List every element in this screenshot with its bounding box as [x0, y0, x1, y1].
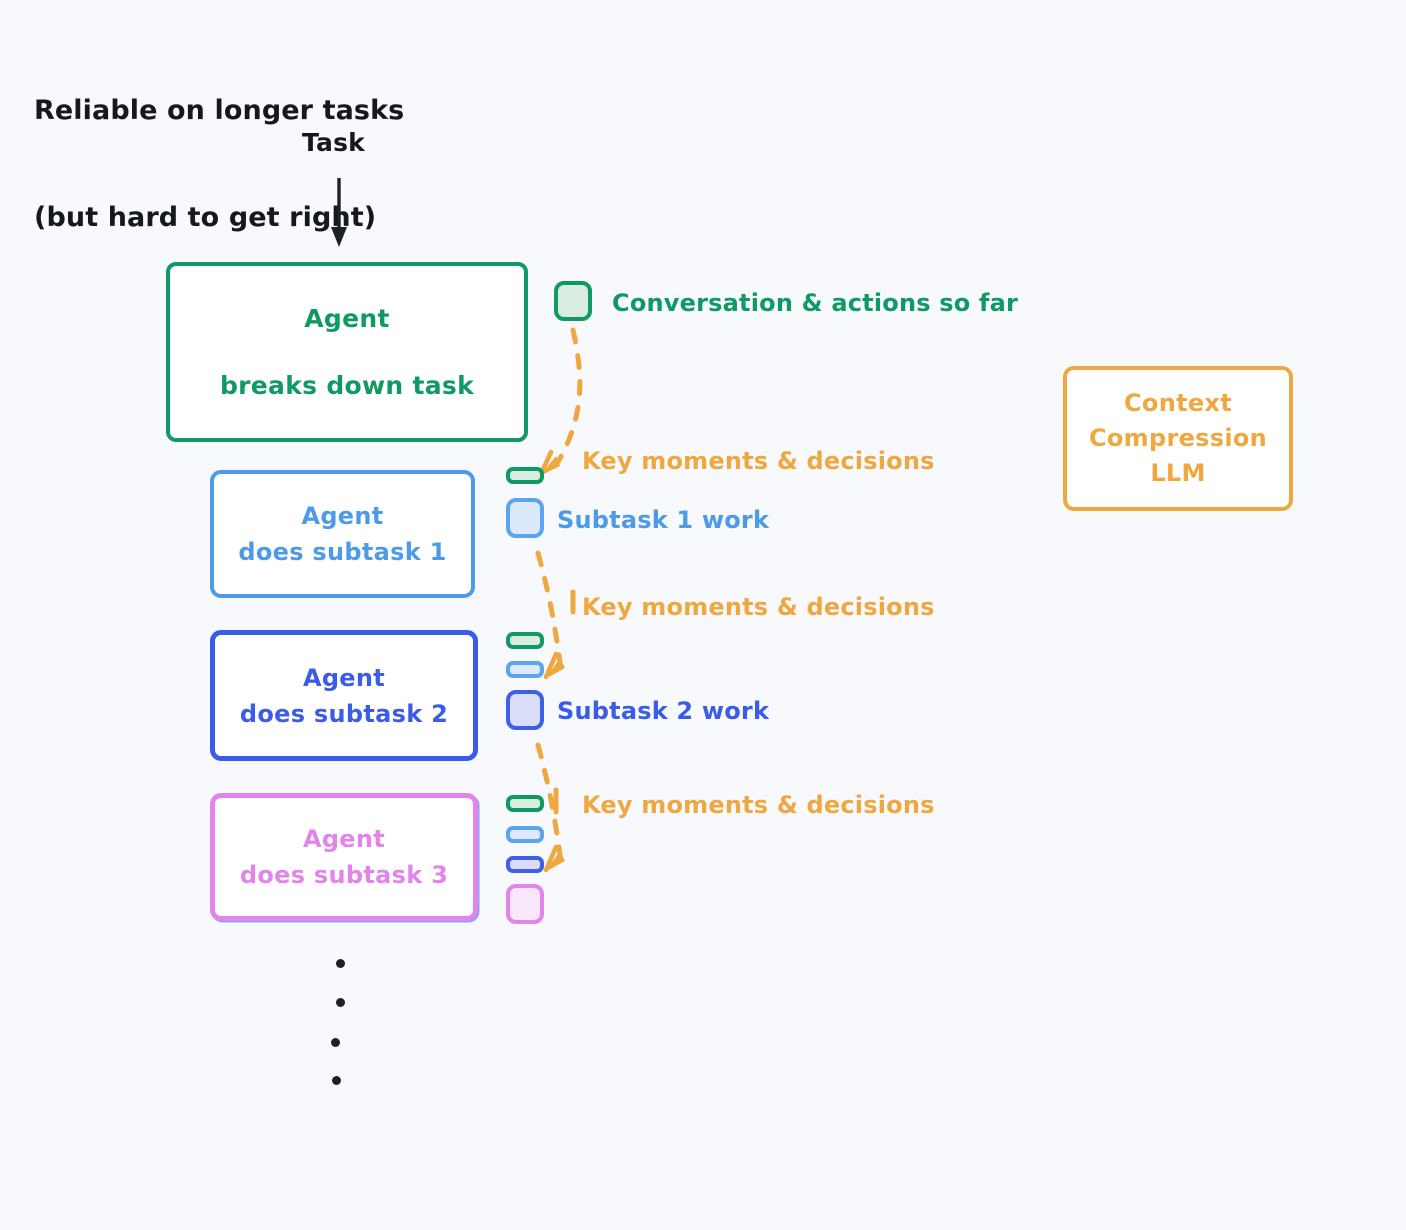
context-chip-compressed-root-3 — [506, 795, 544, 812]
ellipsis-dot — [336, 998, 345, 1007]
llm-box-line-3: LLM — [1150, 458, 1206, 487]
context-chip-conversation — [554, 281, 592, 321]
label-key-moments-3: Key moments & decisions — [582, 791, 935, 819]
context-chip-compressed-subtask-1 — [506, 661, 544, 678]
compression-arrow-1 — [538, 327, 583, 477]
agent-box-root-line-2: breaks down task — [219, 371, 475, 400]
ellipsis-dot — [331, 1038, 340, 1047]
ellipsis-dot — [332, 1076, 341, 1085]
agent-box-subtask-1[interactable]: Agent does subtask 1 — [210, 470, 475, 598]
ellipsis-dot — [336, 959, 345, 968]
context-chip-subtask-3 — [506, 884, 544, 924]
agent-box-subtask-2-line-2: does subtask 2 — [239, 699, 449, 728]
agent-box-subtask-1-line-2: does subtask 1 — [238, 538, 447, 566]
agent-box-subtask-3-line-1: Agent — [302, 825, 386, 853]
agent-box-subtask-1-line-1: Agent — [301, 502, 384, 530]
context-chip-compressed-subtask-2 — [506, 856, 544, 873]
context-chip-compressed-root-1 — [506, 467, 544, 484]
label-subtask-1-work: Subtask 1 work — [557, 506, 770, 534]
context-chip-compressed-root-2 — [506, 632, 544, 649]
agent-box-root-line-1: Agent — [304, 304, 390, 333]
label-conversation-actions: Conversation & actions so far — [612, 289, 1019, 317]
page-title-line-2: (but hard to get right) — [34, 202, 377, 234]
label-key-moments-1: Key moments & decisions — [582, 447, 935, 475]
compression-arrow-2 — [535, 550, 565, 680]
label-subtask-2-work: Subtask 2 work — [557, 697, 770, 725]
context-chip-compressed-subtask-1-b — [506, 826, 544, 843]
agent-box-subtask-2-line-1: Agent — [302, 663, 386, 692]
context-chip-subtask-2 — [506, 690, 544, 730]
page-title: Reliable on longer tasks (but hard to ge… — [34, 22, 404, 307]
llm-box-line-2: Compression — [1088, 424, 1268, 453]
agent-box-root[interactable]: Agent breaks down task — [166, 262, 528, 442]
page-title-line-1: Reliable on longer tasks — [34, 95, 405, 127]
context-compression-llm-box[interactable]: Context Compression LLM — [1063, 366, 1293, 511]
llm-box-line-1: Context — [1124, 389, 1232, 418]
task-label: Task — [302, 128, 366, 157]
agent-box-subtask-3-line-2: does subtask 3 — [239, 861, 449, 889]
label-key-moments-2: Key moments & decisions — [582, 593, 935, 621]
agent-box-subtask-2[interactable]: Agent does subtask 2 — [210, 630, 478, 761]
context-chip-subtask-1 — [506, 498, 544, 538]
agent-box-subtask-3[interactable]: Agent does subtask 3 — [210, 793, 478, 921]
